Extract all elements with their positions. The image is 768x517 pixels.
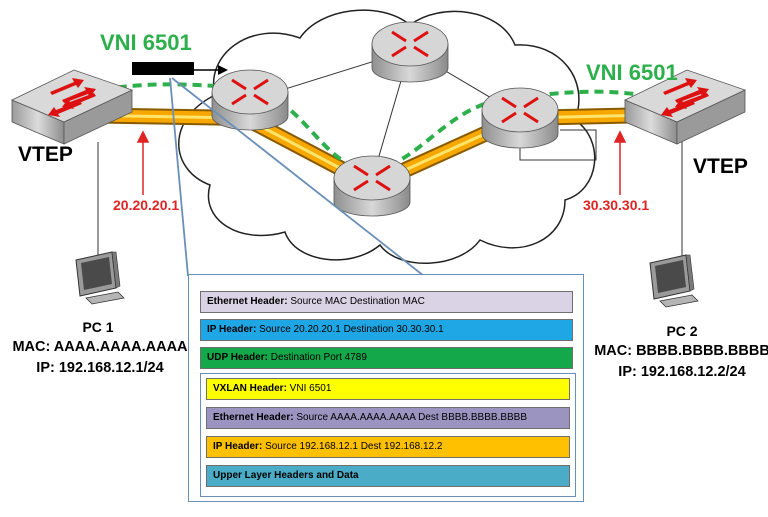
vni-label-right: VNI 6501 [586,60,678,85]
inner-ip-header: IP Header: Source 192.168.12.1 Dest 192.… [206,436,570,458]
vxlan-header: VXLAN Header: VNI 6501 [206,378,570,400]
cloud-shape [178,9,596,264]
ip-pointer-arrows [136,130,627,195]
packet-icon [132,62,194,75]
pc2-mac: MAC: BBBB.BBBB.BBBB [594,343,768,359]
encapsulated-frame: VXLAN Header: VNI 6501 Ethernet Header: … [200,373,576,497]
router-icon [333,155,411,217]
router-icon [211,69,289,131]
inner-ethernet-header: Ethernet Header: Source AAAA.AAAA.AAAA D… [206,407,570,429]
udp-header: UDP Header: Destination Port 4789 [200,347,573,369]
vtep-ip-left: 20.20.20.1 [113,197,180,213]
upper-layer-data: Upper Layer Headers and Data [206,465,570,487]
router-icon [371,21,449,83]
vxlan-packet-format: Ethernet Header: Source MAC Destination … [188,274,584,502]
vni-label-left: VNI 6501 [100,30,192,55]
pc1-ip: IP: 192.168.12.1/24 [36,360,164,376]
router-icon [481,87,559,149]
switch-icon [624,69,747,145]
monitor-icon [75,251,125,305]
pc1-mac: MAC: AAAA.AAAA.AAAA [12,339,188,355]
monitor-icon [649,254,699,308]
vtep-label-left: VTEP [18,143,73,166]
pc2-name: PC 2 [666,323,698,339]
pc2-ip: IP: 192.168.12.2/24 [618,364,746,380]
packet-zoom-lines [169,77,425,277]
vtep-ip-right: 30.30.30.1 [583,197,650,213]
packet-direction-arrow [194,65,228,75]
switch-icon [11,69,134,145]
pc1-name: PC 1 [82,319,114,335]
pc-links [97,142,683,262]
outer-ethernet-header: Ethernet Header: Source MAC Destination … [200,291,573,313]
vtep-label-right: VTEP [693,155,748,178]
outer-ip-header: IP Header: Source 20.20.20.1 Destination… [200,319,573,341]
